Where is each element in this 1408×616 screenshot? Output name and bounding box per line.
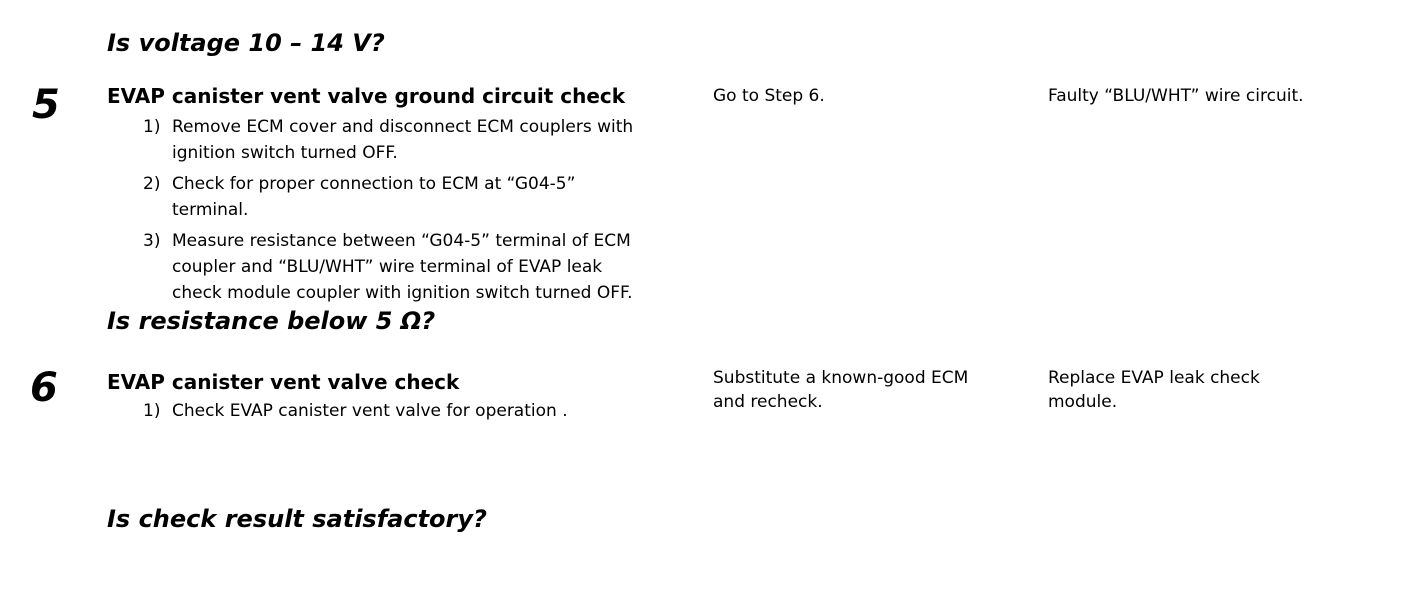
no-action-cell: Replace EVAP leak check module. — [1048, 368, 1260, 412]
instruction-list: 1) Check EVAP canister vent valve for op… — [143, 398, 718, 429]
item-text: Check for proper connection to ECM at “G… — [172, 174, 576, 220]
item-number: 1) — [143, 117, 161, 137]
instruction-item: 1) Remove ECM cover and disconnect ECM c… — [143, 114, 718, 166]
step-number: 6 — [30, 365, 58, 411]
item-number: 2) — [143, 174, 161, 194]
step-number: 5 — [32, 82, 60, 128]
item-text: Remove ECM cover and disconnect ECM coup… — [172, 117, 634, 163]
step-question: Is check result satisfactory? — [107, 505, 487, 533]
step-question: Is voltage 10 – 14 V? — [107, 29, 385, 57]
yes-action-cell: Substitute a known-good ECM and recheck. — [713, 368, 969, 412]
step-title: EVAP canister vent valve ground circuit … — [107, 84, 626, 108]
item-number: 1) — [143, 401, 161, 421]
step-title: EVAP canister vent valve check — [107, 370, 460, 394]
item-number: 3) — [143, 231, 161, 251]
no-action-cell: Faulty “BLU/WHT” wire circuit. — [1048, 86, 1304, 106]
table-row-step-6: 6 EVAP canister vent valve check 1) Chec… — [0, 364, 1408, 616]
instruction-item: 3) Measure resistance between “G04-5” te… — [143, 228, 718, 306]
instruction-list: 1) Remove ECM cover and disconnect ECM c… — [143, 114, 718, 311]
instruction-item: 2) Check for proper connection to ECM at… — [143, 171, 718, 223]
yes-action-cell: Go to Step 6. — [713, 86, 825, 106]
item-text: Measure resistance between “G04-5” termi… — [172, 231, 633, 303]
step-question: Is resistance below 5 Ω? — [107, 307, 436, 335]
table-row-step-5: 5 EVAP canister vent valve ground circui… — [0, 84, 1408, 364]
table-row-previous-step: Is voltage 10 – 14 V? — [0, 0, 1408, 80]
instruction-item: 1) Check EVAP canister vent valve for op… — [143, 398, 718, 424]
item-text: Check EVAP canister vent valve for opera… — [172, 401, 568, 421]
